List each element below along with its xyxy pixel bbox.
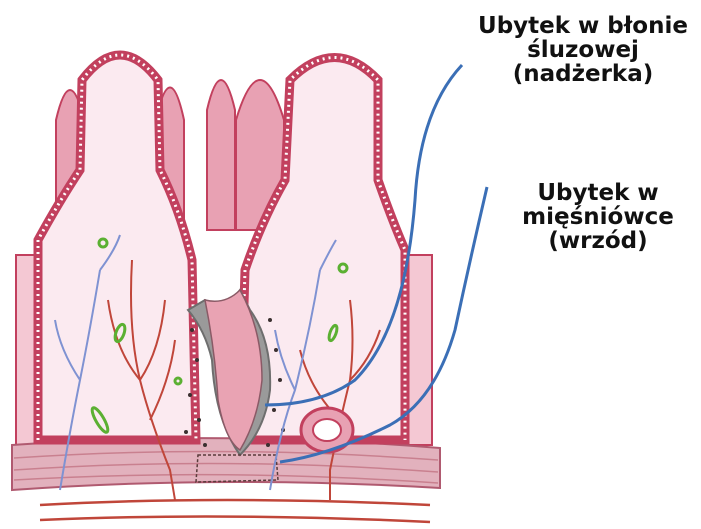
label-erosion-line2: śluzowej bbox=[470, 38, 696, 62]
label-ulcer: Ubytek w mięśniówce (wrzód) bbox=[500, 181, 696, 253]
label-ulcer-line1: Ubytek w bbox=[500, 181, 696, 205]
label-ulcer-line3: (wrzód) bbox=[500, 229, 696, 253]
label-erosion: Ubytek w błonie śluzowej (nadżerka) bbox=[470, 14, 696, 86]
label-ulcer-line2: mięśniówce bbox=[500, 205, 696, 229]
label-erosion-line3: (nadżerka) bbox=[470, 62, 696, 86]
label-erosion-line1: Ubytek w błonie bbox=[470, 14, 696, 38]
villus-bg-3 bbox=[207, 80, 235, 230]
serosa-lines bbox=[40, 500, 430, 522]
